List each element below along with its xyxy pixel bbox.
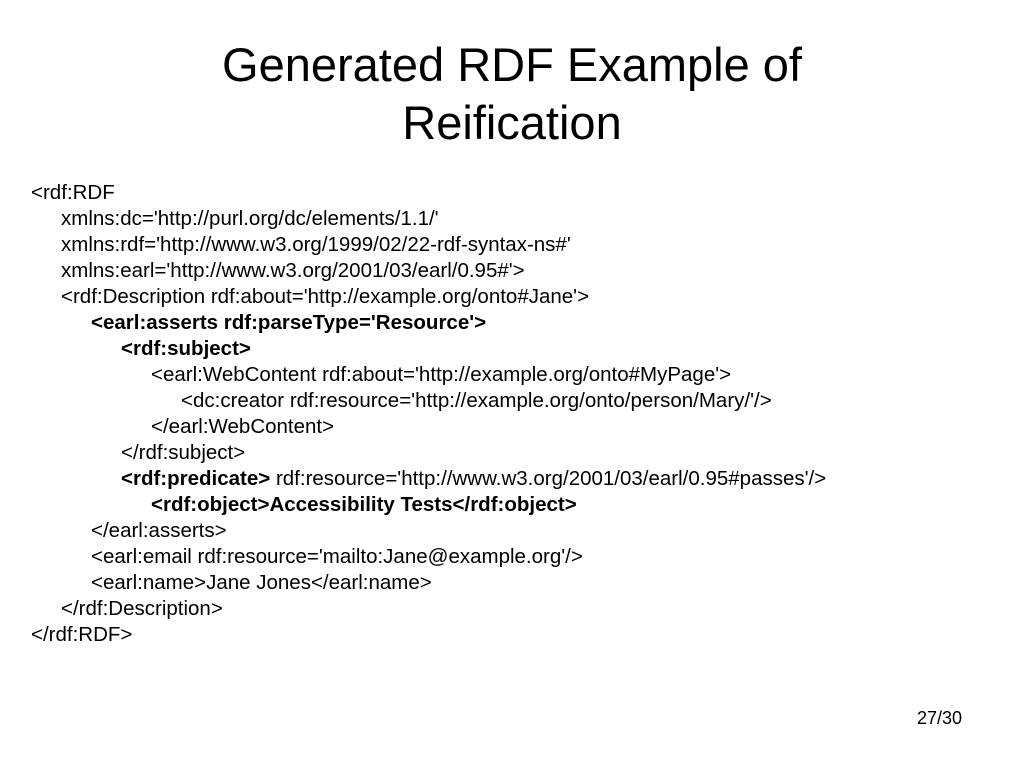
code-line: </earl:WebContent> bbox=[31, 414, 1011, 440]
code-line: <rdf:RDF bbox=[31, 180, 1011, 206]
code-text: rdf:resource='http://www.w3.org/2001/03/… bbox=[270, 467, 827, 490]
slide-title-line-2: Reification bbox=[402, 96, 622, 149]
code-line: <rdf:subject> bbox=[31, 336, 1011, 362]
code-text: </rdf:subject> bbox=[121, 441, 246, 464]
code-line: </earl:asserts> bbox=[31, 518, 1011, 544]
code-text: </earl:asserts> bbox=[91, 519, 227, 542]
code-text: </rdf:Description> bbox=[61, 597, 223, 620]
slide-title-line-1: Generated RDF Example of bbox=[222, 38, 802, 91]
code-text-bold: <rdf:subject> bbox=[121, 337, 251, 360]
code-text: </earl:WebContent> bbox=[151, 415, 335, 438]
code-line: <earl:WebContent rdf:about='http://examp… bbox=[31, 362, 1011, 388]
code-text-bold: <rdf:predicate> bbox=[121, 467, 271, 490]
code-text: xmlns:earl='http://www.w3.org/2001/03/ea… bbox=[61, 259, 525, 282]
code-line: <earl:asserts rdf:parseType='Resource'> bbox=[31, 310, 1011, 336]
code-line: </rdf:subject> bbox=[31, 440, 1011, 466]
code-line: <rdf:object>Accessibility Tests</rdf:obj… bbox=[31, 492, 1011, 518]
code-text: <earl:name>Jane Jones</earl:name> bbox=[91, 571, 432, 594]
code-line: xmlns:earl='http://www.w3.org/2001/03/ea… bbox=[31, 258, 1011, 284]
code-text: <rdf:Description rdf:about='http://examp… bbox=[61, 285, 590, 308]
code-text: xmlns:rdf='http://www.w3.org/1999/02/22-… bbox=[61, 233, 571, 256]
code-line: <earl:email rdf:resource='mailto:Jane@ex… bbox=[31, 544, 1011, 570]
code-text-bold: <rdf:object>Accessibility Tests</rdf:obj… bbox=[151, 493, 577, 516]
code-line: xmlns:rdf='http://www.w3.org/1999/02/22-… bbox=[31, 232, 1011, 258]
code-text: <dc:creator rdf:resource='http://example… bbox=[181, 389, 772, 412]
code-line: <rdf:predicate> rdf:resource='http://www… bbox=[31, 466, 1011, 492]
code-text: <earl:email rdf:resource='mailto:Jane@ex… bbox=[91, 545, 583, 568]
code-text: xmlns:dc='http://purl.org/dc/elements/1.… bbox=[61, 207, 439, 230]
code-text: <earl:WebContent rdf:about='http://examp… bbox=[151, 363, 732, 386]
code-line: <dc:creator rdf:resource='http://example… bbox=[31, 388, 1011, 414]
code-line: <earl:name>Jane Jones</earl:name> bbox=[31, 570, 1011, 596]
code-line: </rdf:Description> bbox=[31, 596, 1011, 622]
slide-title: Generated RDF Example of Reification bbox=[0, 36, 1024, 152]
page-number: 27/30 bbox=[916, 708, 962, 728]
rdf-code-listing: <rdf:RDF xmlns:dc='http://purl.org/dc/ele… bbox=[31, 180, 1011, 648]
code-line: xmlns:dc='http://purl.org/dc/elements/1.… bbox=[31, 206, 1011, 232]
code-line: </rdf:RDF> bbox=[31, 622, 1011, 648]
code-line: <rdf:Description rdf:about='http://examp… bbox=[31, 284, 1011, 310]
code-text: <rdf:RDF bbox=[31, 181, 115, 204]
code-text: </rdf:RDF> bbox=[31, 623, 133, 646]
code-text-bold: <earl:asserts rdf:parseType='Resource'> bbox=[91, 311, 487, 334]
